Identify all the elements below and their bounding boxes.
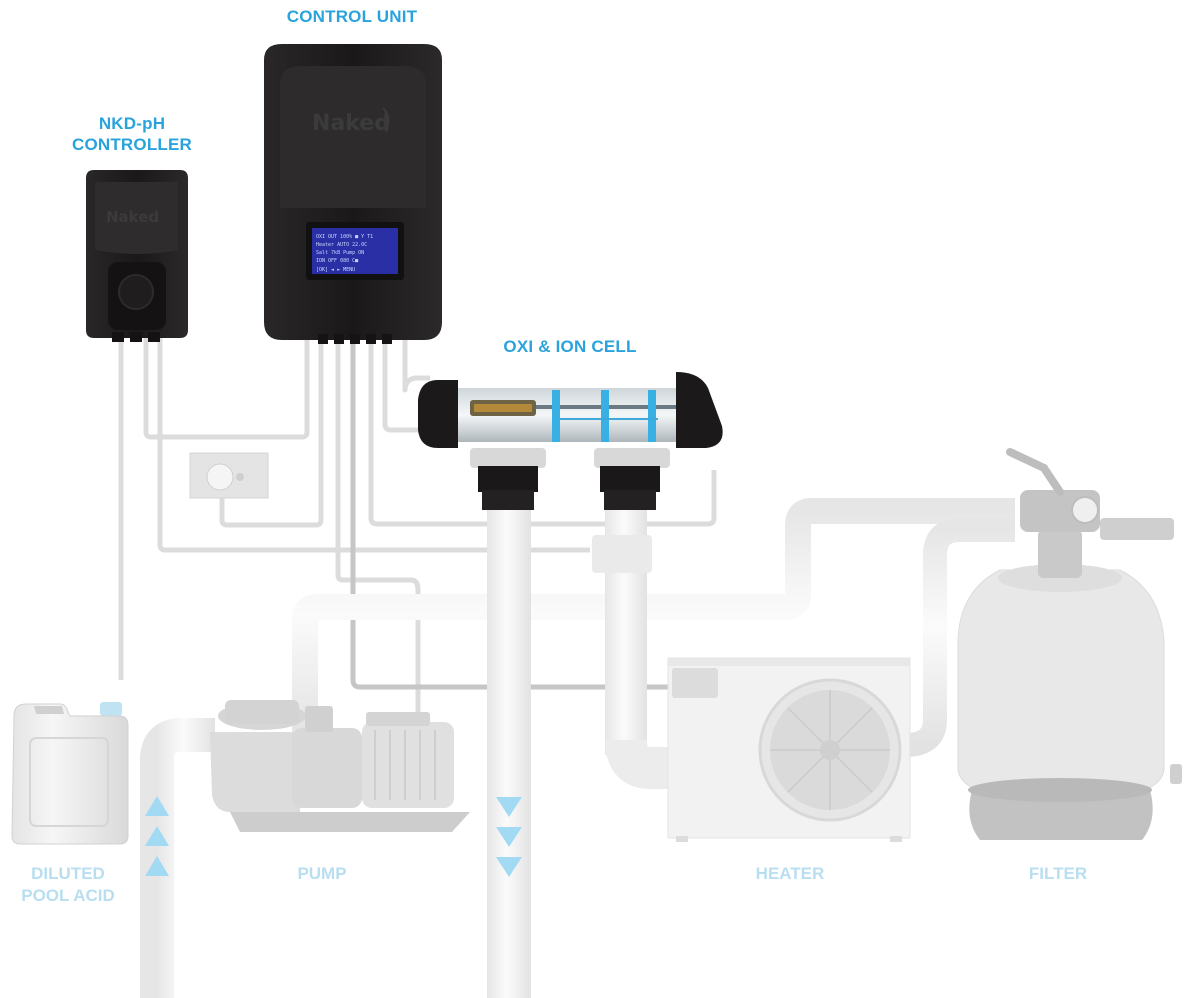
lcd-line: Salt 7kB Pump ON: [316, 250, 364, 256]
oxi-ion-cell: [418, 372, 723, 510]
heater-label: HEATER: [740, 863, 840, 885]
acid-container: [11, 702, 129, 845]
filter-label: FILTER: [1008, 863, 1108, 885]
pump-label-text: PUMP: [297, 864, 347, 883]
flow-arrows-down: [496, 797, 522, 877]
control-unit: Naked OXI OUT 100% ■ Y T1 Heater AUTO 22…: [264, 44, 442, 344]
filter-label-text: FILTER: [1028, 864, 1088, 883]
power-outlet: [189, 452, 269, 499]
acid-label-line2: POOL ACID: [21, 886, 115, 905]
cell-label: OXI & ION CELL: [470, 336, 670, 357]
heater-label-text: HEATER: [755, 864, 825, 883]
acid-label-line1: DILUTED: [31, 864, 105, 883]
ph-controller-brand: Naked: [106, 208, 159, 226]
lcd-line: OXI OUT 100% ■ Y T1: [316, 234, 373, 240]
sand-filter: [957, 448, 1182, 840]
flow-arrow-down: [496, 797, 522, 817]
flow-arrow-up: [145, 826, 169, 846]
lcd-text: OXI OUT 100% ■ Y T1 Heater AUTO 22.0C Sa…: [316, 234, 373, 273]
lcd-line: Heater AUTO 22.0C: [316, 242, 367, 248]
flow-arrow-up: [145, 796, 169, 816]
plumbing: [140, 498, 1015, 998]
pump-label: PUMP: [272, 863, 372, 885]
lcd-display: [312, 228, 398, 274]
pool-pump: [210, 700, 470, 832]
wiring: [118, 338, 717, 725]
control-unit-label: CONTROL UNIT: [250, 6, 454, 27]
ph-controller-label: NKD-pH CONTROLLER: [52, 113, 212, 155]
control-unit-label-text: CONTROL UNIT: [286, 7, 418, 26]
flow-arrow-down: [496, 827, 522, 847]
heat-pump-heater: [667, 657, 911, 842]
lcd-line: ION OFF 080 C■: [316, 258, 358, 264]
lcd-line: [OK] ◄ ► MENU: [316, 267, 355, 273]
flow-arrow-up: [145, 856, 169, 876]
acid-label: DILUTED POOL ACID: [8, 863, 128, 907]
control-unit-brand: Naked: [312, 111, 390, 136]
ph-controller-label-line2: CONTROLLER: [71, 135, 193, 154]
ph-controller-label-line1: NKD-pH: [98, 114, 166, 133]
flow-arrows-up: [145, 796, 169, 876]
flow-arrow-down: [496, 857, 522, 877]
cell-label-text: OXI & ION CELL: [503, 337, 637, 356]
heater-cable: [350, 338, 672, 690]
nkd-ph-controller: Naked: [86, 170, 188, 342]
